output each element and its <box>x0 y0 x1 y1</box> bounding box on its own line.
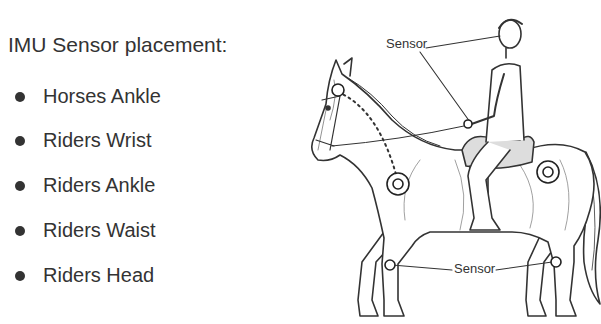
sensor-marker <box>385 260 395 270</box>
sensor-marker <box>332 84 344 96</box>
bullet <box>15 136 25 146</box>
horse-ear <box>344 58 352 76</box>
bullet <box>15 92 25 102</box>
sensor-markers <box>332 84 561 270</box>
rider-arm <box>466 74 504 126</box>
horse-eye <box>326 106 330 110</box>
sensor-location: Riders Wrist <box>43 129 152 152</box>
rider-neck <box>505 48 507 58</box>
sensor-marker <box>537 161 559 183</box>
horse-bridle <box>316 96 340 150</box>
bullet <box>15 271 25 281</box>
sensor-label: Sensor <box>454 262 495 277</box>
sensor-marker <box>393 179 403 189</box>
sensor-marker <box>551 257 561 267</box>
bullet <box>15 181 25 191</box>
list-heading: IMU Sensor placement: <box>8 33 227 57</box>
sensor-location: Horses Ankle <box>43 85 161 108</box>
rider-head <box>499 20 521 48</box>
sensor-marker <box>464 120 472 128</box>
rider-torso <box>486 64 524 142</box>
leader-line <box>420 36 500 122</box>
bullet-points <box>15 92 25 281</box>
horse-mane <box>348 78 440 146</box>
sensor-marker <box>387 173 409 195</box>
reins <box>332 126 464 146</box>
sensor-marker <box>543 167 553 177</box>
rider-leg <box>468 142 510 230</box>
rider-hair <box>499 20 522 28</box>
sensor-location: Riders Head <box>43 264 154 287</box>
dotted-guide <box>338 92 398 182</box>
bullet <box>15 226 25 236</box>
sensor-label: Sensor <box>386 37 427 52</box>
sensor-location: Riders Waist <box>43 219 156 242</box>
sensor-location: Riders Ankle <box>43 174 155 197</box>
